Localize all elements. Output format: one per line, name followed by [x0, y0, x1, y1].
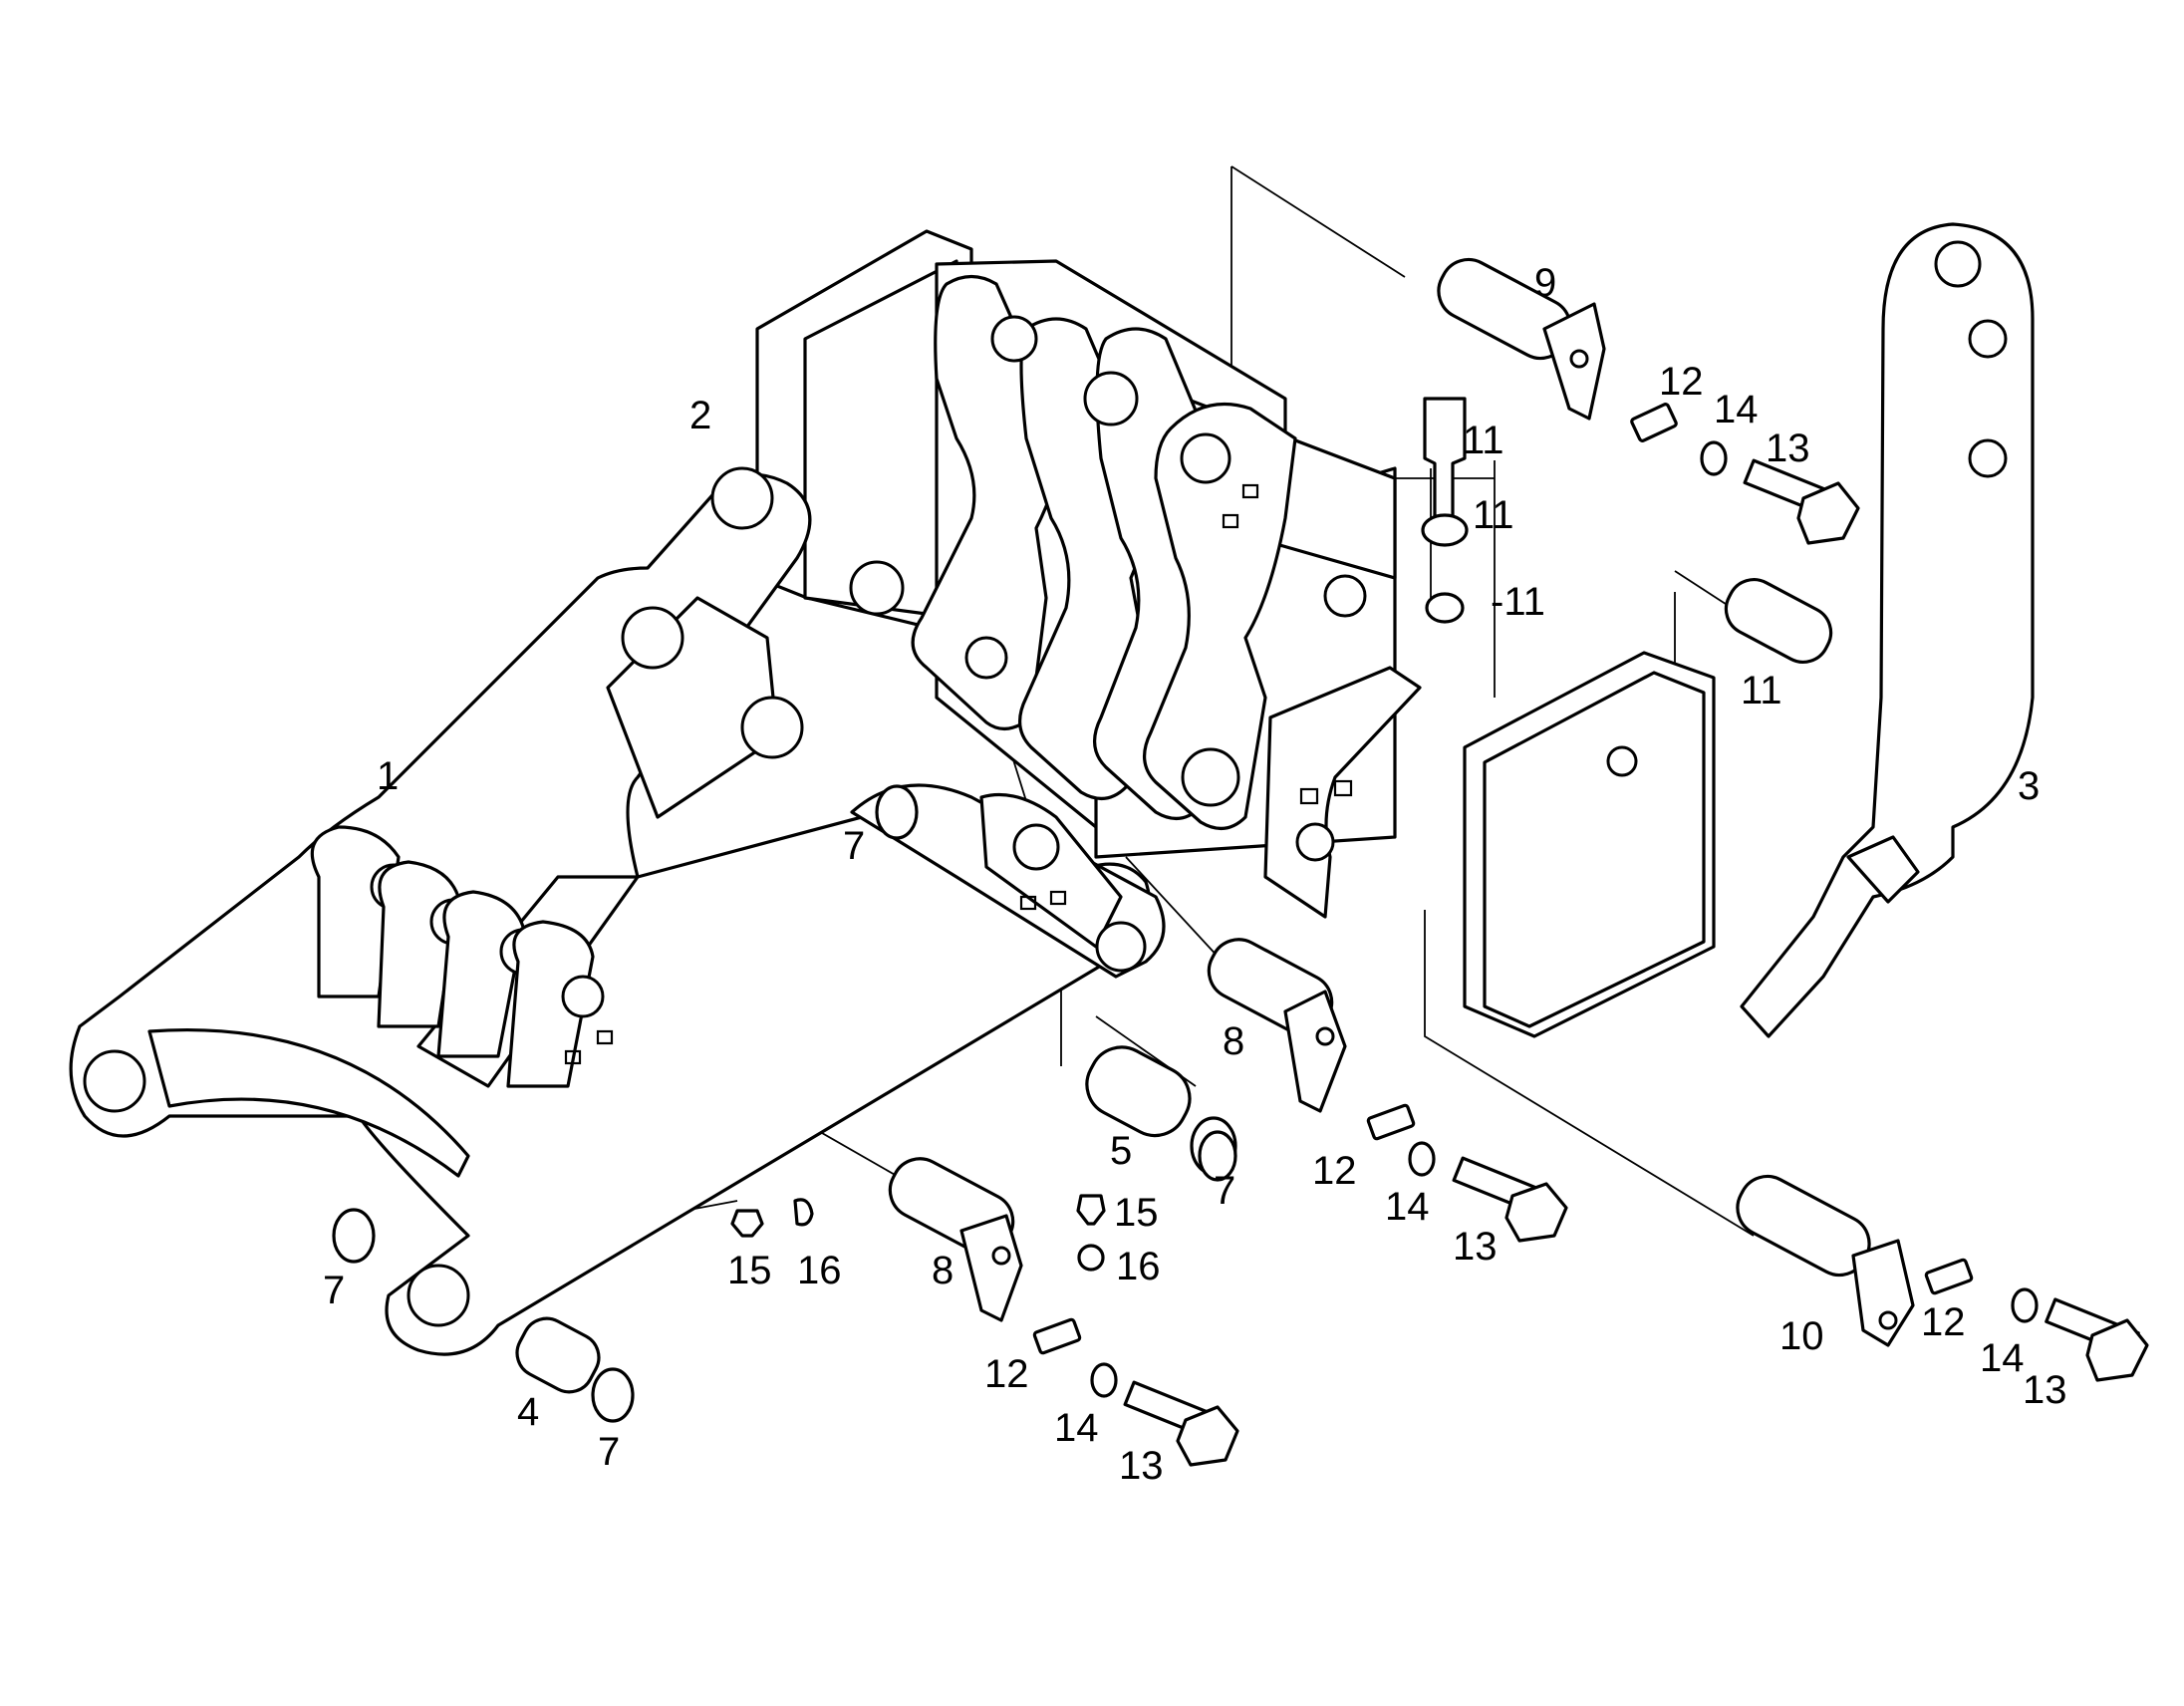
- callout-16-b: 16: [1116, 1245, 1161, 1288]
- callout-8-a: 8: [1223, 1019, 1244, 1063]
- main-beam-part-1: [69, 466, 1166, 1356]
- callout-11-c: -11: [1491, 580, 1545, 624]
- callout-13-b: 13: [1453, 1225, 1498, 1269]
- small-parts: [332, 257, 2149, 1467]
- callout-3: 3: [2018, 764, 2040, 808]
- callout-12-c: 12: [984, 1352, 1029, 1396]
- callout-16-a: 16: [797, 1249, 842, 1292]
- mounting-frame-part-2: [755, 229, 1716, 1038]
- callout-11-a: 11: [1463, 419, 1504, 462]
- callout-labels: 1 2 3 4 5 7 7 7 7 8 8 9 10 11 11 -11 11 …: [323, 261, 2067, 1488]
- callout-5: 5: [1110, 1129, 1132, 1173]
- callout-15-a: 15: [727, 1249, 772, 1292]
- callout-4: 4: [517, 1390, 539, 1434]
- callout-7-a: 7: [843, 824, 865, 868]
- ripper-shank-part-3: [1740, 222, 2035, 1038]
- callout-10: 10: [1779, 1314, 1824, 1358]
- callout-14-c: 14: [1054, 1406, 1099, 1450]
- bolt-13-mid: [1452, 1156, 1568, 1243]
- callout-12-a: 12: [1659, 360, 1704, 404]
- callout-12-b: 12: [1312, 1149, 1357, 1193]
- callout-14-d: 14: [1980, 1336, 2025, 1380]
- callout-8-b: 8: [932, 1249, 954, 1292]
- callout-9: 9: [1534, 261, 1556, 305]
- callout-11-b: 11: [1473, 493, 1514, 537]
- bolt-13-top: [1743, 458, 1860, 545]
- callout-13-a: 13: [1766, 426, 1810, 470]
- callout-13-c: 13: [1119, 1444, 1164, 1488]
- callout-7-c: 7: [323, 1269, 345, 1312]
- callout-12-d: 12: [1921, 1300, 1966, 1344]
- callout-11-d: 11: [1741, 669, 1782, 712]
- bolt-13-right: [2045, 1297, 2149, 1382]
- callout-15-b: 15: [1114, 1191, 1159, 1235]
- callout-1: 1: [377, 754, 399, 798]
- bolt-13-bottom: [1123, 1380, 1239, 1467]
- callout-7-d: 7: [598, 1430, 620, 1474]
- callout-7-b: 7: [1214, 1169, 1235, 1213]
- callout-14-b: 14: [1385, 1185, 1430, 1229]
- callout-14-a: 14: [1714, 388, 1759, 431]
- callout-13-d: 13: [2023, 1368, 2067, 1412]
- callout-2: 2: [689, 394, 711, 437]
